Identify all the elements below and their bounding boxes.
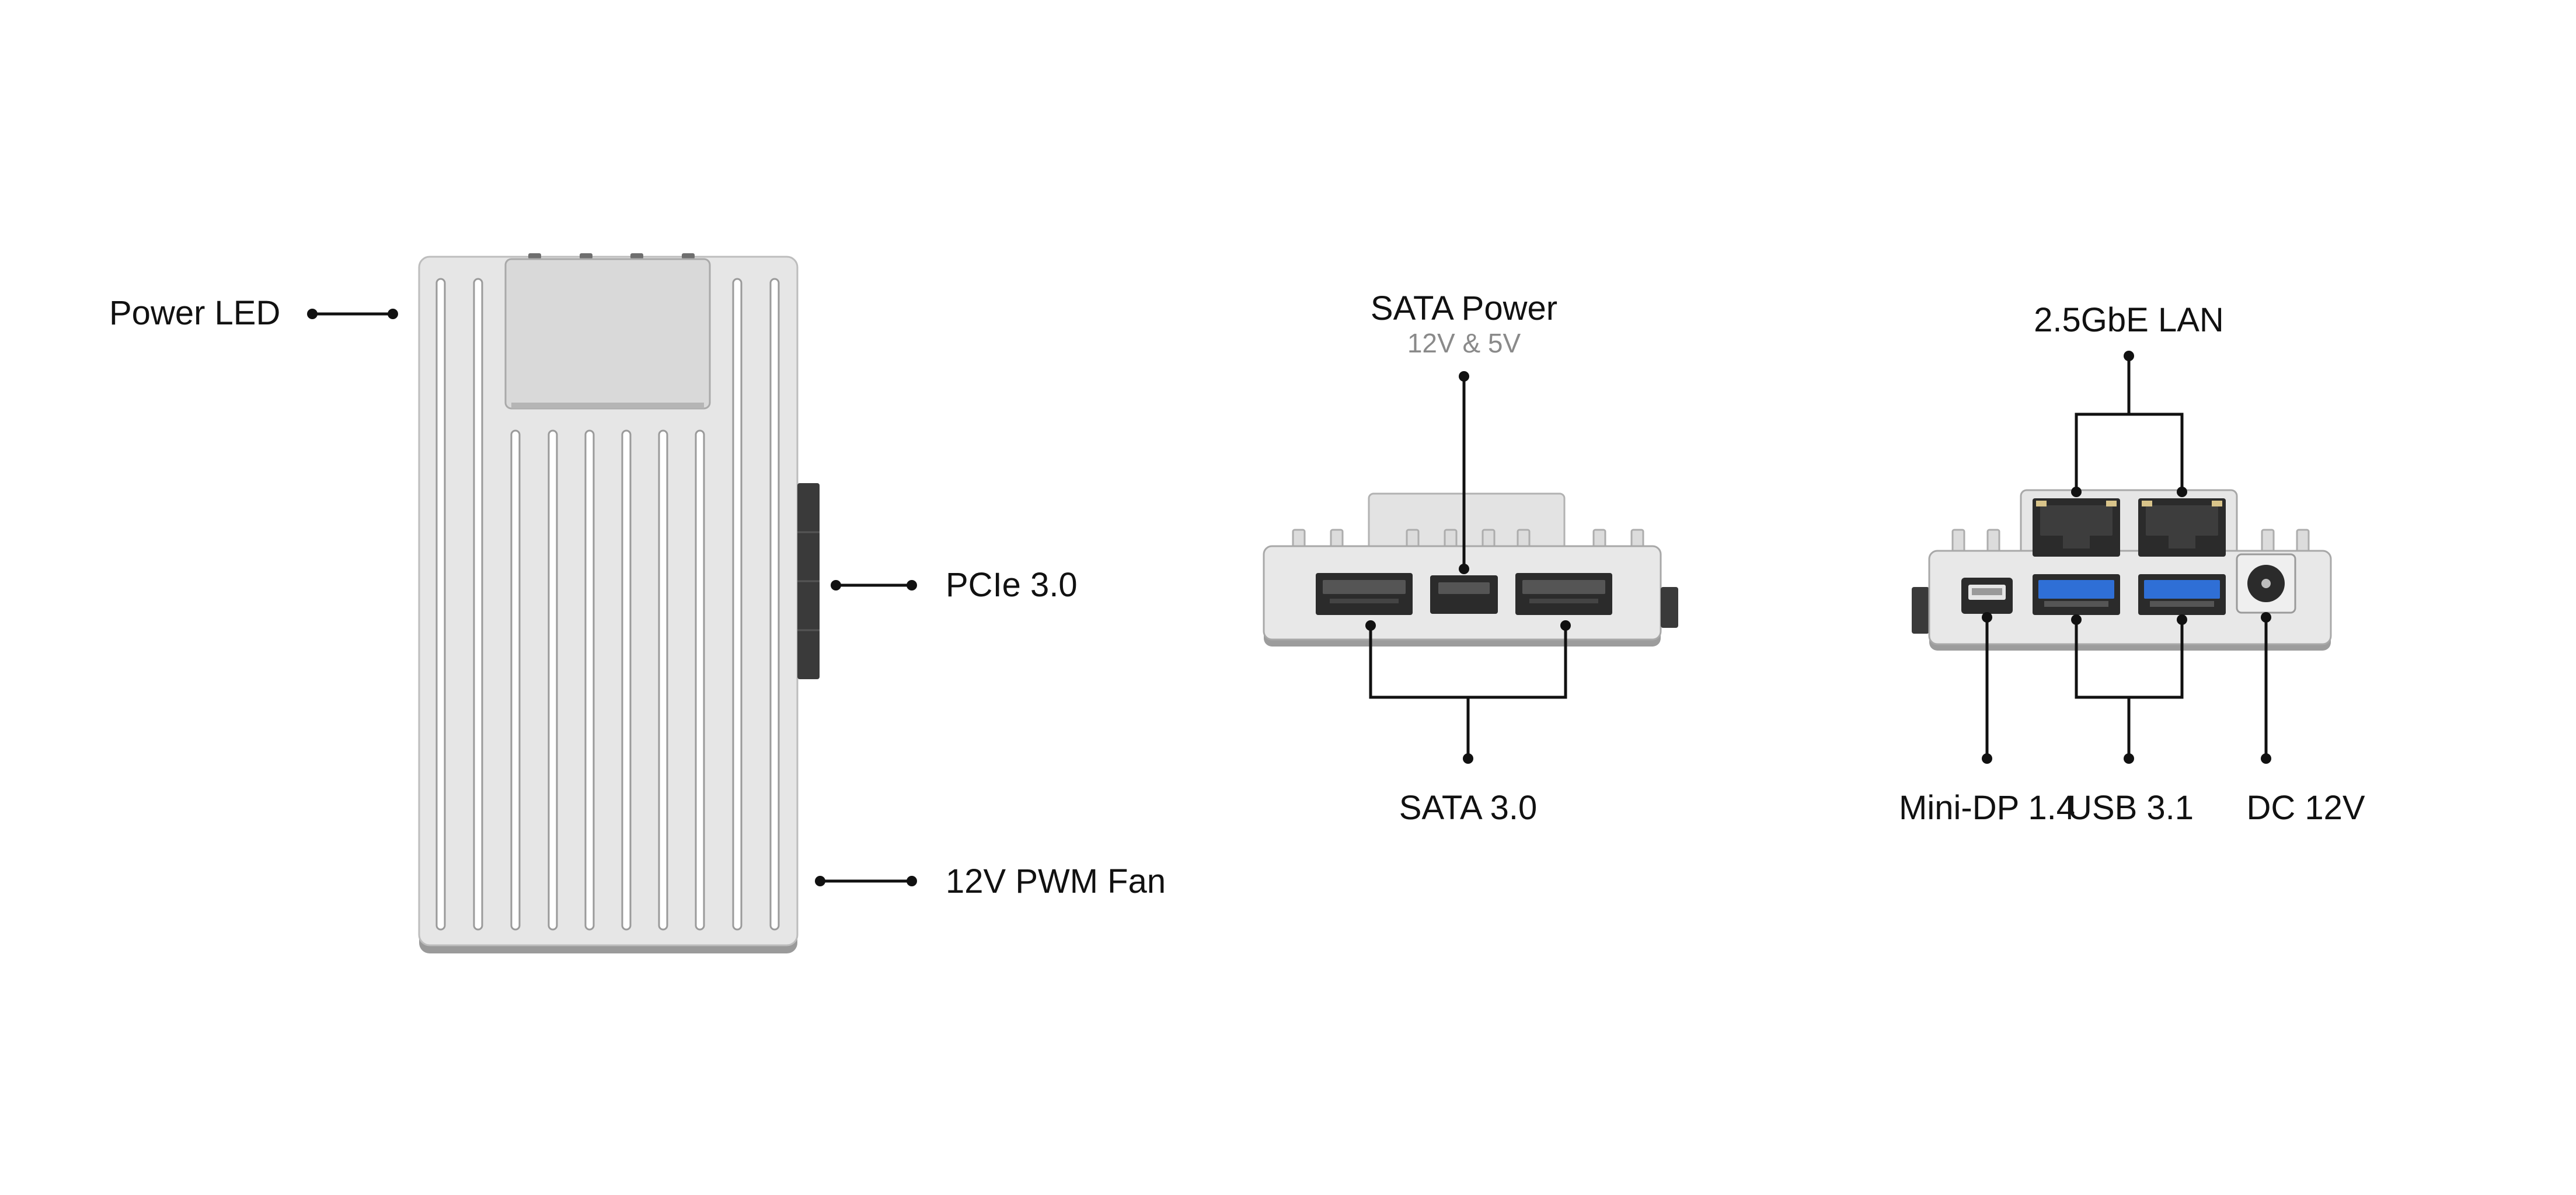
label-sata-power-sub: 12V & 5V (1407, 328, 1521, 358)
label-lan: 2.5GbE LAN (2034, 301, 2224, 339)
label-sata: SATA 3.0 (1399, 789, 1537, 827)
usb-port-2 (2138, 574, 2226, 615)
callout-minidp: Mini-DP 1.4 (1899, 612, 2075, 827)
label-pcie: PCIe 3.0 (946, 566, 1078, 604)
callout-sata-power: SATA Power 12V & 5V (1371, 289, 1557, 574)
device-top-view: Power LED PCIe 3.0 12V PWM Fan (109, 253, 1166, 953)
usb-port-1 (2033, 574, 2120, 615)
edge-fins (435, 278, 780, 931)
callout-dc: DC 12V (2246, 612, 2365, 827)
device-io-side: 2.5GbE LAN Mini-DP 1.4 USB 3.1 DC 12V (1899, 301, 2365, 827)
sata-port-2 (1515, 573, 1612, 615)
lan-port-1 (2033, 498, 2120, 557)
sata-power-port (1430, 575, 1498, 614)
pcie-side-connector (797, 483, 820, 679)
io-side-case (1928, 550, 2332, 645)
top-access-panel (504, 258, 711, 410)
label-dc: DC 12V (2246, 789, 2365, 827)
dc-jack (2236, 553, 2296, 614)
sata-port-1 (1316, 573, 1413, 615)
callout-fan: 12V PWM Fan (815, 862, 1166, 900)
callout-usb: USB 3.1 (2068, 614, 2194, 827)
callout-lan: 2.5GbE LAN (2034, 301, 2224, 497)
label-power-led: Power LED (109, 294, 280, 332)
label-minidp: Mini-DP 1.4 (1899, 789, 2075, 827)
antenna-bumps (528, 253, 695, 259)
label-usb: USB 3.1 (2068, 789, 2194, 827)
label-sata-power: SATA Power (1371, 289, 1557, 327)
callout-sata: SATA 3.0 (1365, 620, 1571, 827)
callout-pcie: PCIe 3.0 (831, 566, 1078, 604)
device-sata-side: SATA Power 12V & 5V SATA 3.0 (1263, 289, 1678, 827)
label-fan: 12V PWM Fan (946, 862, 1166, 900)
lan-port-2 (2138, 498, 2226, 557)
center-fins (510, 429, 705, 931)
minidp-port (1961, 578, 2013, 614)
callout-power-led: Power LED (109, 294, 398, 332)
